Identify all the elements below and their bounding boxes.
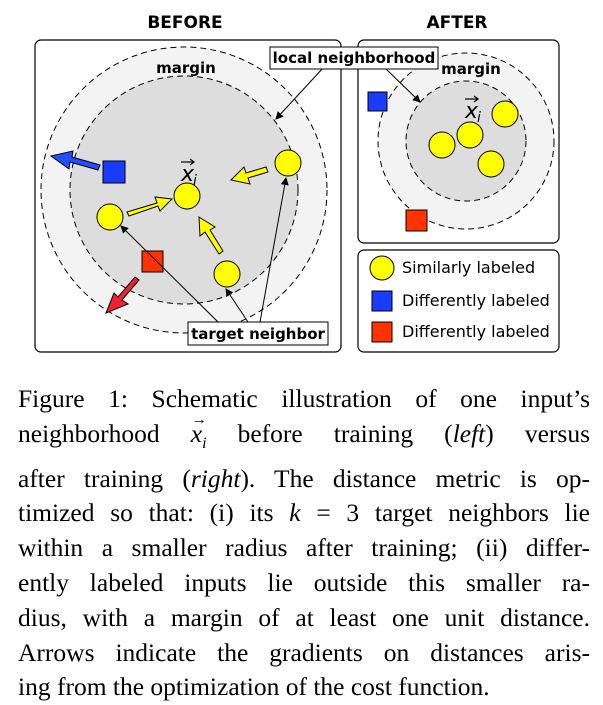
after-input-label: x i [464, 95, 481, 126]
after-neighbor-bottom-right [477, 150, 505, 178]
after-points [367, 91, 519, 232]
after-center-input-point [456, 121, 484, 149]
caption-line: dius, with a margin of at least one unit… [18, 602, 590, 632]
target-neighbor-right [274, 149, 302, 177]
caption-line: neighborhood xi before training (left) v… [18, 403, 590, 462]
legend-similar-marker [369, 255, 395, 281]
caption-math: xi [191, 403, 207, 452]
yellow-arrow-bottom-in [198, 216, 224, 255]
before-title: BEFORE [147, 13, 222, 33]
caption-line: Arrows indicate the gradients on distanc… [18, 637, 590, 667]
blue-impostor [102, 160, 126, 184]
caption-math: k [289, 498, 301, 528]
legend-red-marker [371, 321, 393, 343]
after-red-impostor [405, 209, 428, 232]
legend-different-blue: Differently labeled [371, 290, 550, 312]
local-neighborhood-label-box [269, 46, 439, 70]
caption-emphasis: left [452, 418, 486, 448]
caption-emphasis: right [190, 463, 241, 493]
caption-line: timized so that: (i) its k = 3 target ne… [18, 498, 590, 528]
local-neighborhood-label: local neighborhood [273, 49, 436, 67]
after-blue-impostor [367, 91, 388, 112]
after-neighbor-left [428, 131, 456, 159]
before-margin-label: margin [156, 59, 216, 77]
blue-arrow-out [49, 150, 101, 171]
after-title: AFTER [426, 13, 487, 33]
yellow-arrow-left-in [126, 196, 174, 217]
svg-text:i: i [477, 110, 481, 126]
local-neighborhood-pointers [275, 67, 421, 120]
legend-blue-label: Differently labeled [402, 291, 550, 310]
schematic-figure: BEFORE margin x i target neighbor AFTER [34, 13, 560, 353]
target-neighbor-label-box [187, 321, 329, 346]
legend-box [357, 249, 560, 353]
legend-blue-marker [371, 290, 393, 312]
svg-text:x: x [180, 162, 195, 187]
center-input-point [173, 182, 201, 210]
target-neighbor-left [96, 203, 124, 231]
legend-red-label: Differently labeled [402, 322, 550, 341]
figure-caption: Figure 1: Schematic illustration of one … [18, 382, 590, 705]
legend-different-red: Differently labeled [371, 321, 550, 343]
before-points [96, 149, 302, 288]
target-neighbor-bottom [213, 260, 241, 288]
before-gradient-arrows [49, 150, 269, 314]
red-impostor [141, 250, 164, 273]
svg-text:i: i [193, 173, 197, 189]
caption-line: ently labeled inputs lie outside this sm… [18, 568, 590, 598]
red-arrow-out [105, 276, 140, 314]
target-neighbor-pointers [120, 177, 289, 323]
before-input-label: x i [180, 158, 197, 189]
caption-line: Figure 1: Schematic illustration of one … [18, 384, 590, 413]
target-neighbor-label: target neighbor [191, 325, 325, 343]
caption-line: after training (right). The distance met… [18, 463, 590, 493]
svg-text:x: x [464, 99, 479, 124]
caption-line: within a smaller radius after training; … [18, 533, 590, 563]
after-neighbor-top-right [491, 100, 519, 128]
yellow-arrow-right-in [229, 166, 269, 185]
legend-similar-label: Similarly labeled [402, 258, 535, 277]
legend-similar: Similarly labeled [369, 255, 535, 281]
after-margin-label: margin [441, 60, 501, 78]
caption-line: ing from the optimization of the cost fu… [18, 672, 490, 702]
